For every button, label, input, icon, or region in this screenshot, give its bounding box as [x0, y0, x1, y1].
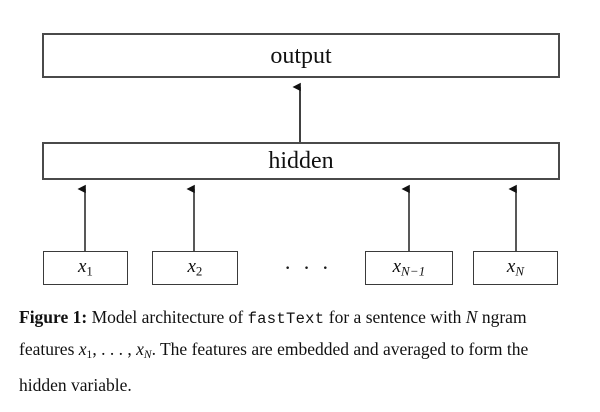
figure-caption-math-xn: xN — [136, 339, 152, 361]
output-layer-label: output — [270, 42, 332, 69]
input-feature-box-x2: x2 — [152, 251, 238, 285]
figure-caption-math-n: N — [465, 307, 478, 327]
input-feature-label-xn: xN — [506, 256, 525, 279]
figure-caption-math-x1: x1 — [78, 339, 93, 361]
figure-caption: Figure 1: Model architecture of fastText… — [19, 302, 579, 400]
input-feature-box-xn-minus-1: xN−1 — [365, 251, 453, 285]
output-layer-box: output — [42, 33, 560, 78]
input-feature-box-x1: x1 — [43, 251, 128, 285]
hidden-layer-label: hidden — [268, 148, 334, 174]
figure-caption-part2: for a sentence with — [324, 307, 466, 327]
input-feature-label-x2: x2 — [187, 256, 203, 279]
figure-caption-math-sep: , . . . , — [92, 339, 137, 359]
ellipsis-separator: · · · — [284, 255, 332, 280]
figure-caption-mono-term: fastText — [247, 310, 325, 328]
input-feature-label-xn-minus-1: xN−1 — [392, 256, 426, 279]
input-feature-box-xn: xN — [473, 251, 558, 285]
figure-caption-label: Figure 1: — [19, 307, 88, 327]
hidden-layer-box: hidden — [42, 142, 560, 180]
figure-caption-part3: ngram features — [19, 307, 527, 359]
figure-diagram: output hidden x1 x2 · · · xN−1 xN — [42, 33, 560, 285]
figure-caption-part1: Model architecture of — [87, 307, 248, 327]
figure-caption-part4: . The features are embedded and averaged… — [19, 339, 529, 395]
input-feature-label-x1: x1 — [77, 256, 94, 279]
